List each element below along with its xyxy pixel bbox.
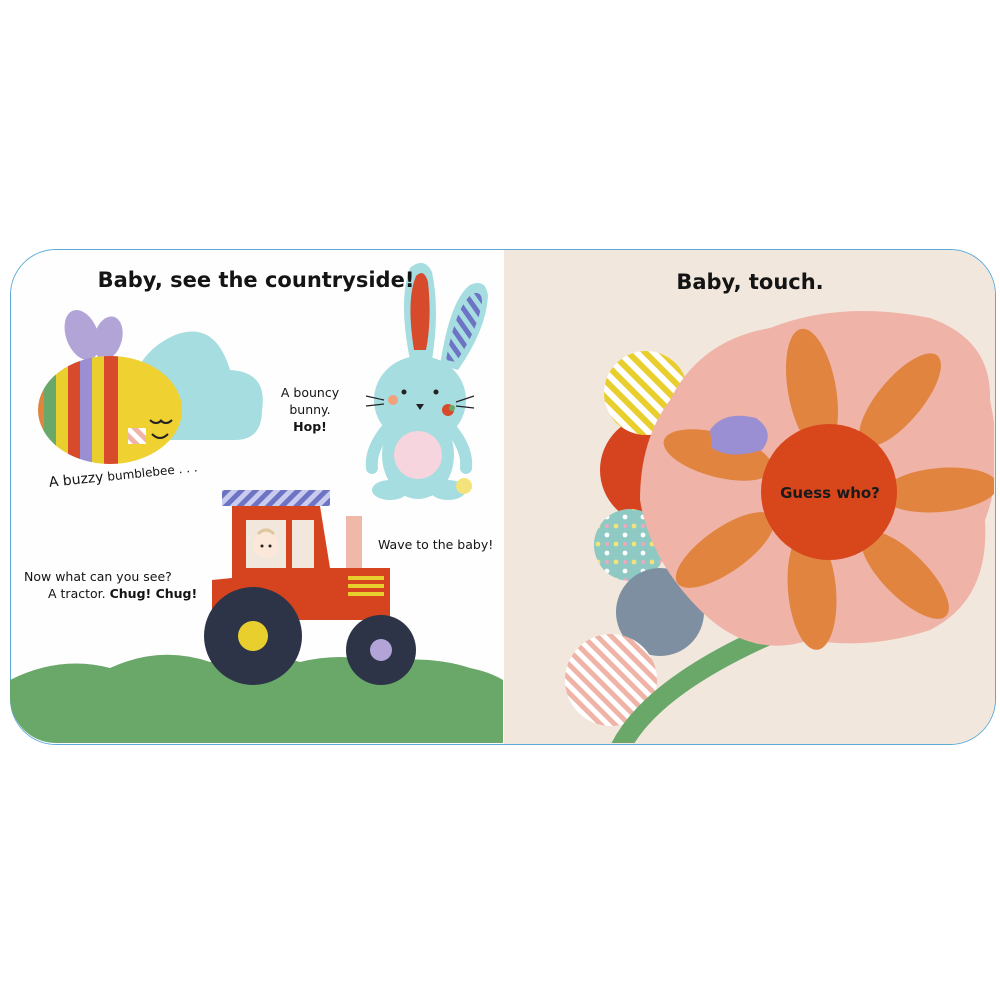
- tractor-illustration: [204, 490, 416, 685]
- tractor-caption-line-1: Now what can you see?: [24, 569, 172, 584]
- flower-label[interactable]: Guess who?: [780, 484, 880, 502]
- bunny-caption-line-1: A bouncy: [280, 385, 340, 400]
- flower-illustration: [565, 310, 994, 743]
- baby-caption: Wave to the baby!: [378, 537, 494, 552]
- tractor-caption-line-2: A tractor.: [48, 586, 106, 601]
- bee-illustration: [38, 309, 182, 464]
- bunny-illustration: [365, 262, 488, 500]
- tractor-caption: Now what can you see? A tractor. Chug! C…: [24, 568, 204, 602]
- tractor-exclaim: Chug! Chug!: [109, 586, 198, 601]
- left-page-title: Baby, see the countryside!: [97, 268, 415, 292]
- right-page-title: Baby, touch.: [676, 270, 824, 294]
- bunny-caption: A bouncy bunny. Hop!: [268, 384, 352, 435]
- bunny-exclaim: Hop!: [293, 419, 327, 434]
- bunny-caption-line-2: bunny.: [289, 402, 331, 417]
